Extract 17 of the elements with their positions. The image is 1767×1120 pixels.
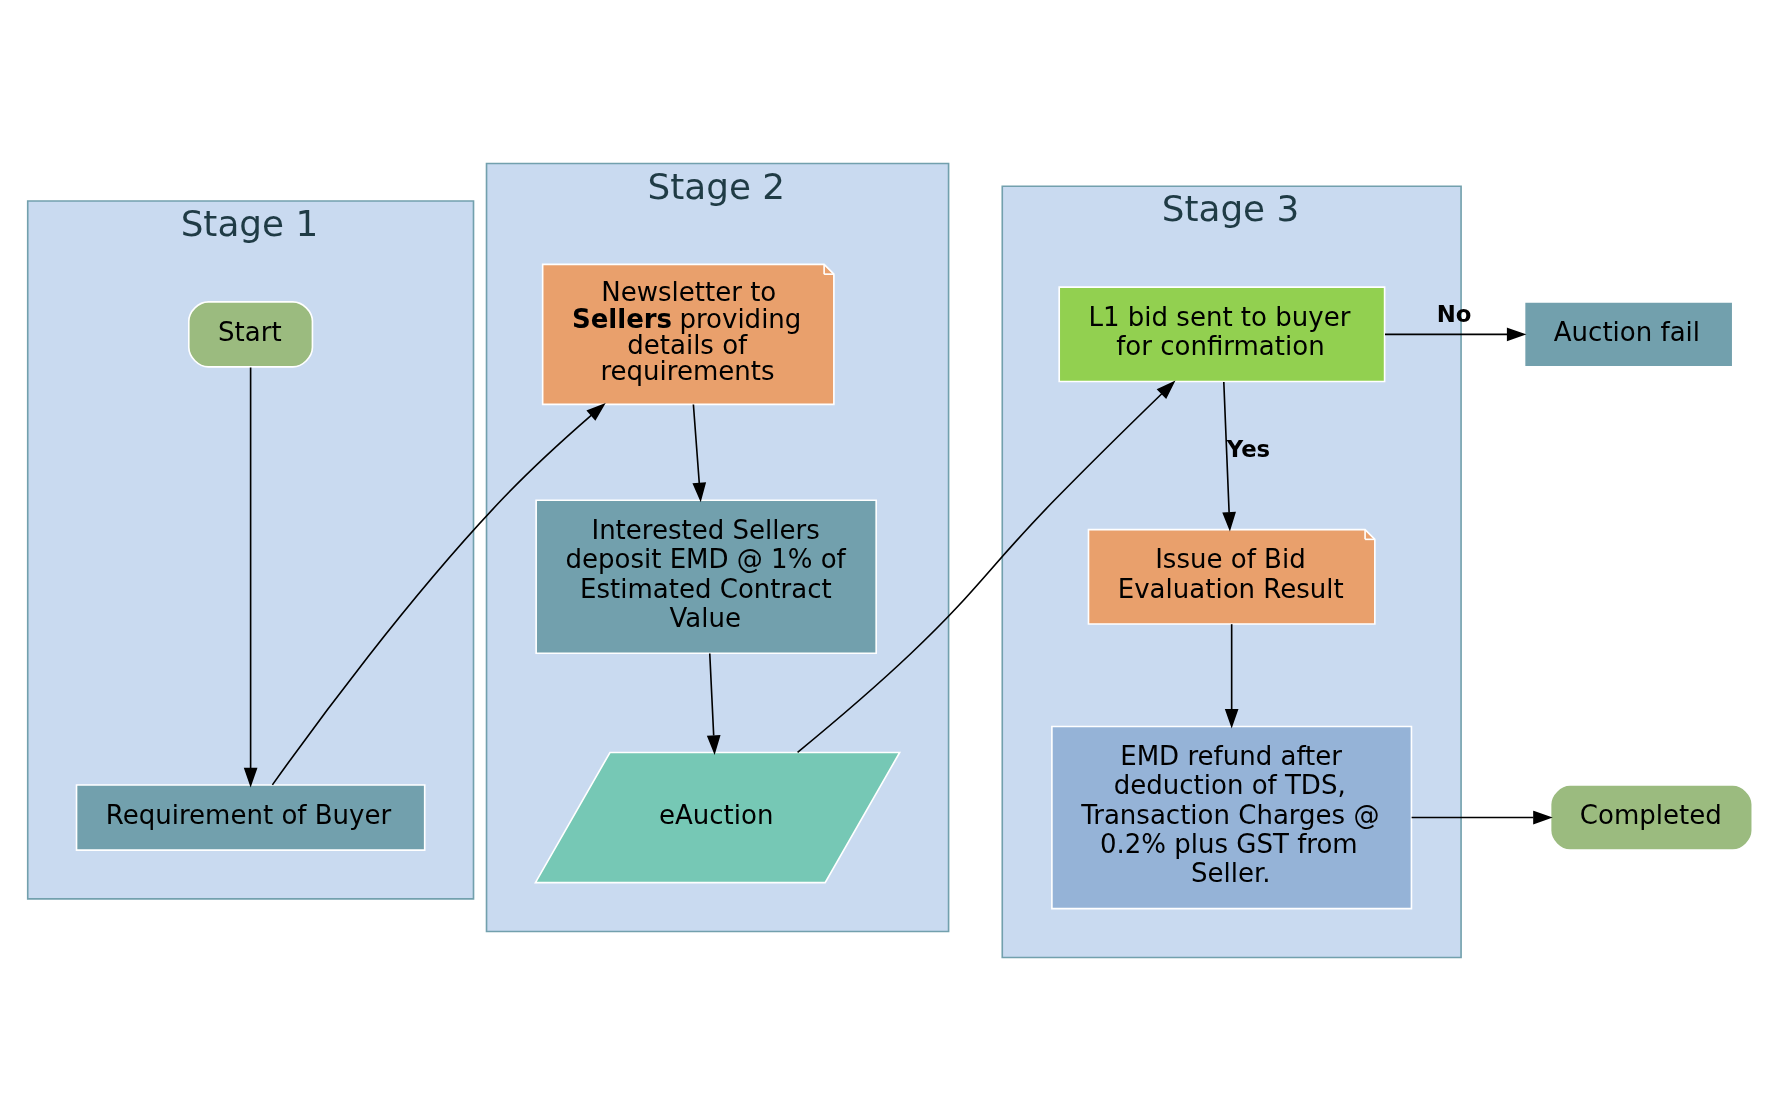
edge-label: Yes xyxy=(1226,435,1271,462)
node-box: Interested Sellers deposit EMD @ 1% of Estimated Contract Value xyxy=(535,499,877,654)
node-box: L1 bid sent to buyer for confirmation xyxy=(1058,285,1386,382)
arrow xyxy=(706,652,721,755)
arrow xyxy=(271,402,606,786)
node-box: Auction fail xyxy=(1523,300,1734,368)
arrow xyxy=(1384,327,1527,341)
node-box: Start xyxy=(187,300,314,368)
arrow xyxy=(1224,622,1239,728)
arrow xyxy=(796,379,1176,753)
node-box: EMD refund after deduction of TDS, Transaction Charges @ 0.2% plus GST from Seller. xyxy=(1051,725,1413,909)
arrow xyxy=(692,403,707,502)
node-box: Requirement of Buyer xyxy=(75,783,426,851)
node-box: Completed xyxy=(1549,783,1754,851)
arrow xyxy=(1410,810,1553,824)
arrow xyxy=(243,366,258,787)
arrow xyxy=(1222,380,1236,532)
